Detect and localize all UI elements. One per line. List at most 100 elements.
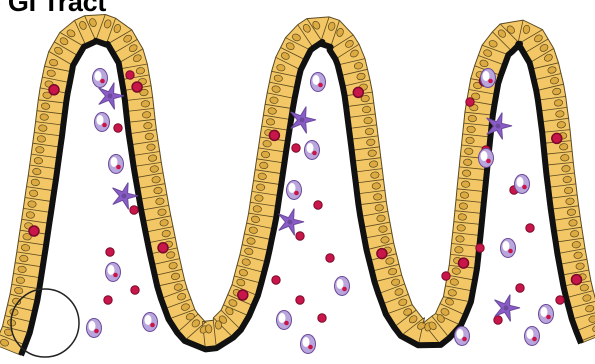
epithelial-nucleus	[362, 106, 371, 113]
red-granule-cell	[131, 286, 139, 294]
leukocyte-nucleus	[294, 191, 299, 196]
epithelial-nucleus	[460, 191, 469, 198]
epithelial-nucleus	[468, 115, 477, 122]
epithelial-nucleus	[366, 139, 375, 146]
epithelial-nucleus	[373, 193, 382, 200]
intraepithelial-lymphocyte	[238, 290, 248, 300]
epithelial-nucleus	[562, 165, 571, 172]
leukocyte-nucleus	[100, 79, 105, 84]
epithelial-nucleus	[462, 170, 471, 177]
leukocyte-nucleus	[546, 315, 551, 320]
red-granule-cell	[318, 314, 326, 322]
leukocyte-highlight	[95, 71, 102, 81]
leukocyte-highlight	[457, 329, 464, 339]
leukocyte-highlight	[108, 265, 115, 275]
epithelial-nucleus	[364, 117, 373, 124]
leukocyte-highlight	[307, 143, 314, 153]
slide-title: e GI Tract	[0, 0, 106, 18]
leukocyte-nucleus	[94, 329, 99, 334]
leukocyte-nucleus	[284, 321, 289, 326]
leukocyte-highlight	[303, 337, 310, 347]
leukocyte-highlight	[145, 315, 152, 325]
leukocyte-highlight	[483, 71, 490, 81]
leukocyte-highlight	[111, 157, 118, 167]
epithelial-nucleus	[565, 198, 574, 205]
intraepithelial-lymphocyte	[158, 243, 168, 253]
red-granule-cell	[326, 254, 334, 262]
leukocyte-nucleus	[522, 185, 527, 190]
leukocyte-nucleus	[116, 165, 121, 170]
epithelial-nucleus	[563, 176, 572, 183]
dendritic-cell-nucleus	[288, 220, 293, 225]
epithelial-nucleus	[457, 224, 466, 231]
epithelial-nucleus	[557, 121, 566, 128]
red-granule-cell	[476, 244, 484, 252]
red-granule-cell	[130, 206, 138, 214]
epithelial-nucleus	[142, 111, 151, 118]
red-granule-cell	[104, 296, 112, 304]
epithelial-nucleus	[455, 235, 464, 242]
red-granule-cell	[114, 124, 122, 132]
epithelial-nucleus	[205, 324, 212, 333]
red-granule-cell	[314, 201, 322, 209]
epithelial-nucleus	[38, 124, 47, 131]
epithelial-nucleus	[467, 126, 476, 133]
dendritic-cell-nucleus	[504, 306, 509, 311]
leukocyte-highlight	[97, 115, 104, 125]
intraepithelial-lymphocyte	[29, 226, 39, 236]
leukocyte-highlight	[337, 279, 344, 289]
leukocyte-nucleus	[308, 345, 313, 350]
epithelial-nucleus	[461, 181, 470, 188]
leukocyte-highlight	[527, 329, 534, 339]
leukocyte-nucleus	[462, 337, 467, 342]
intraepithelial-lymphocyte	[572, 275, 582, 285]
epithelial-nucleus	[370, 171, 379, 178]
leukocyte-nucleus	[318, 83, 323, 88]
leukocyte-highlight	[279, 313, 286, 323]
epithelial-nucleus	[463, 159, 472, 166]
red-granule-cell	[516, 284, 524, 292]
epithelial-nucleus	[372, 182, 381, 189]
leukocyte-nucleus	[102, 123, 107, 128]
leukocyte-nucleus	[508, 249, 513, 254]
leukocyte-nucleus	[342, 287, 347, 292]
leukocyte-highlight	[541, 307, 548, 317]
epithelial-nucleus	[40, 113, 49, 120]
epithelial-nucleus	[368, 150, 377, 157]
leukocyte-nucleus	[486, 159, 491, 164]
leukocyte-nucleus	[113, 273, 118, 278]
epithelial-nucleus	[365, 128, 374, 135]
dendritic-cell-nucleus	[122, 194, 127, 199]
epithelial-nucleus	[554, 99, 563, 106]
epithelial-nucleus	[41, 103, 50, 110]
dendritic-cell-nucleus	[496, 124, 501, 129]
leukocyte-highlight	[517, 177, 524, 187]
epithelial-nucleus	[567, 209, 576, 216]
red-granule-cell	[556, 296, 564, 304]
epithelial-nucleus	[143, 122, 152, 129]
epithelial-nucleus	[459, 202, 468, 209]
leukocyte-nucleus	[488, 79, 493, 84]
red-granule-cell	[466, 98, 474, 106]
intraepithelial-lymphocyte	[269, 130, 279, 140]
leukocyte-highlight	[313, 75, 320, 85]
intraepithelial-lymphocyte	[377, 249, 387, 259]
brush-border	[21, 41, 581, 355]
red-granule-cell	[272, 276, 280, 284]
leukocyte-nucleus	[150, 323, 155, 328]
red-granule-cell	[442, 272, 450, 280]
red-granule-cell	[296, 232, 304, 240]
epithelial-nucleus	[375, 204, 384, 211]
epithelial-nucleus	[564, 187, 573, 194]
leukocyte-nucleus	[532, 337, 537, 342]
intraepithelial-lymphocyte	[353, 87, 363, 97]
dendritic-cell-nucleus	[300, 118, 305, 123]
leukocyte-highlight	[89, 321, 96, 331]
epithelial-nucleus	[555, 110, 564, 117]
intraepithelial-lymphocyte	[552, 133, 562, 143]
intraepithelial-lymphocyte	[132, 82, 142, 92]
red-granule-cell	[296, 296, 304, 304]
red-granule-cell	[106, 248, 114, 256]
epithelial-nucleus	[141, 100, 150, 107]
